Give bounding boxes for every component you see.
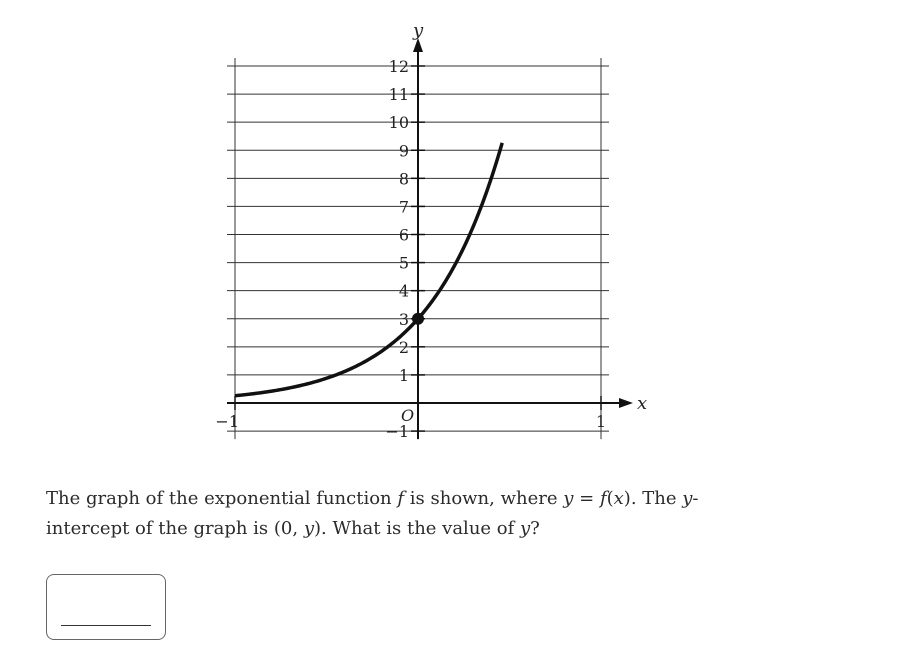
x-axis-title: x — [637, 393, 647, 414]
y-axis-arrow — [413, 38, 423, 52]
answer-input-box[interactable] — [46, 574, 166, 640]
equation-equals: = — [573, 488, 600, 509]
point-open: (0, — [273, 518, 304, 539]
y-tick-label: 3 — [399, 310, 409, 329]
question-part: The graph of the exponential function — [46, 488, 398, 509]
origin-label: O — [401, 406, 414, 425]
question-part: . The — [630, 488, 683, 509]
x-axis-arrow — [619, 398, 633, 408]
y-tick-label: 7 — [399, 197, 409, 216]
equation-paren-open: ( — [606, 488, 614, 509]
answer-blank-line — [61, 625, 151, 626]
final-y: y — [520, 518, 531, 539]
question-part: is shown, where — [404, 488, 564, 509]
y-tick-label: 12 — [389, 57, 409, 76]
y-axis-title: y — [412, 20, 424, 41]
exponential-curve — [234, 142, 504, 398]
y-tick-label: −1 — [385, 422, 409, 441]
marked-points — [412, 312, 424, 325]
y-tick-label: 6 — [399, 226, 409, 245]
question-part: -intercept of the graph is — [46, 488, 699, 539]
y-tick-label: 2 — [399, 338, 409, 357]
axes — [227, 38, 633, 440]
point-close: ) — [313, 518, 322, 539]
question-part: ? — [530, 518, 540, 539]
y-tick-label: 4 — [399, 282, 409, 301]
y-tick-label: 9 — [399, 141, 409, 160]
y-word: y — [682, 488, 693, 509]
equation-y: y — [563, 488, 574, 509]
y-tick-label: 1 — [399, 366, 409, 385]
y-tick-label: 11 — [389, 85, 409, 104]
question-text: The graph of the exponential function f … — [46, 484, 766, 544]
function-name: f — [397, 488, 405, 509]
equation-paren-close: ) — [623, 488, 631, 509]
y-tick-label: 10 — [389, 113, 409, 132]
equation-f: f — [599, 488, 607, 509]
y-tick-label: 8 — [399, 169, 409, 188]
equation-x: x — [613, 488, 624, 509]
x-tick-label: −1 — [215, 412, 239, 431]
y-tick-label: 5 — [399, 254, 409, 273]
question-part: . What is the value of — [321, 518, 520, 539]
y-intercept-point — [412, 312, 424, 325]
x-tick-label: 1 — [596, 412, 606, 431]
point-y: y — [303, 518, 314, 539]
